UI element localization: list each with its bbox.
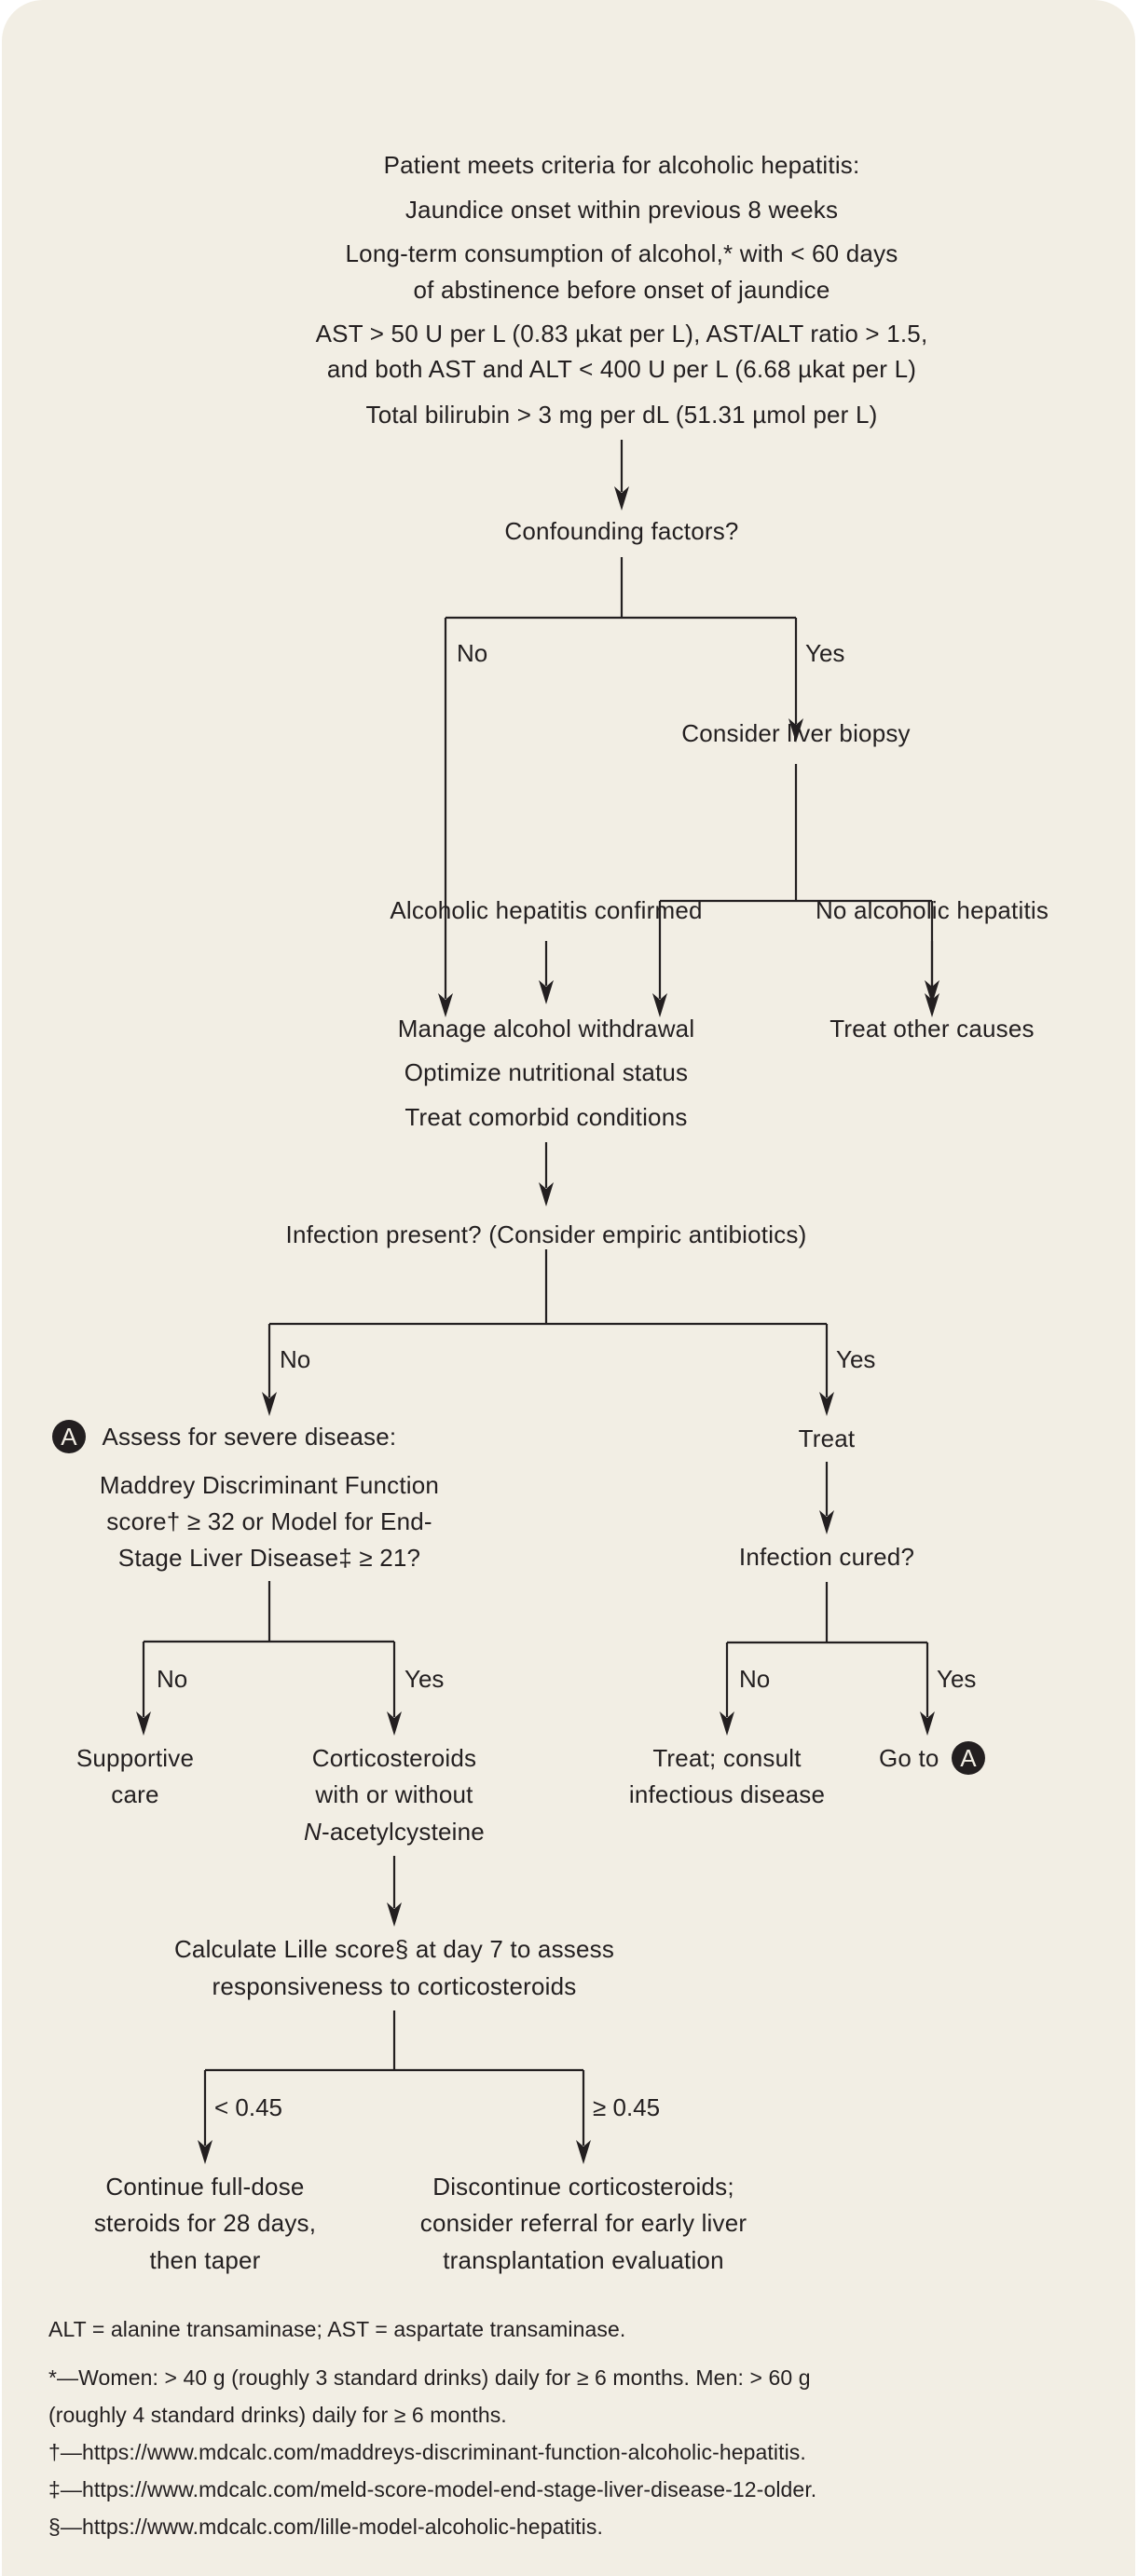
corticosteroids-line-3: N-acetylcysteine (304, 1814, 485, 1850)
biopsy-node: Consider liver biopsy (681, 719, 911, 747)
assess-line-1: Maddrey Discriminant Function (99, 1471, 440, 1499)
criterion-bilirubin: Total bilirubin > 3 mg per dL (51.31 µmo… (365, 401, 878, 429)
assess-no-label: No (157, 1665, 188, 1693)
continue-line-3: then taper (149, 2246, 261, 2274)
management-comorbid: Treat comorbid conditions (404, 1103, 688, 1131)
footnote-asterisk-line1: *—Women: > 40 g (roughly 3 standard drin… (48, 2365, 811, 2390)
corticosteroids-line-1: Corticosteroids (311, 1744, 477, 1772)
abbreviations-note: ALT = alanine transaminase; AST = aspart… (48, 2317, 626, 2341)
n-prefix: N (304, 1818, 322, 1846)
confounding-no-label: No (457, 639, 488, 667)
criterion-jaundice: Jaundice onset within previous 8 weeks (404, 196, 839, 224)
footnote-dagger-link[interactable]: †—https://www.mdcalc.com/maddreys-discri… (48, 2440, 806, 2464)
footnote-double-dagger-link[interactable]: ‡—https://www.mdcalc.com/meld-score-mode… (48, 2477, 817, 2501)
discontinue-line-2: consider referral for early liver (419, 2209, 747, 2237)
management-nutrition: Optimize nutritional status (404, 1058, 689, 1086)
consult-line-1: Treat; consult (652, 1744, 802, 1772)
start-title: Patient meets criteria for alcoholic hep… (383, 151, 860, 179)
goto-a-node[interactable]: Go to A (878, 1740, 986, 1777)
discontinue-line-1: Discontinue corticosteroids; (432, 2173, 734, 2201)
criterion-alcohol-line2: of abstinence before onset of jaundice (413, 276, 830, 304)
consult-line-2: infectious disease (628, 1780, 826, 1808)
continue-line-1: Continue full-dose (105, 2173, 305, 2201)
footnote-asterisk-line2: (roughly 4 standard drinks) daily for ≥ … (48, 2403, 507, 2427)
confirmed-node: Alcoholic hepatitis confirmed (390, 896, 703, 924)
criterion-ast-line2: and both AST and ALT < 400 U per L (6.68… (326, 355, 917, 383)
not-confirmed-node: No alcoholic hepatitis (815, 896, 1049, 924)
criterion-ast-line1: AST > 50 U per L (0.83 µkat per L), AST/… (315, 320, 928, 348)
discontinue-line-3: transplantation evaluation (443, 2246, 724, 2274)
assess-title-row: A Assess for severe disease: (52, 1419, 396, 1455)
treat-node: Treat (798, 1424, 856, 1452)
assess-title: Assess for severe disease: (102, 1423, 397, 1451)
footnote-section-link[interactable]: §—https://www.mdcalc.com/lille-model-alc… (48, 2515, 603, 2539)
continue-line-2: steroids for 28 days, (93, 2209, 317, 2237)
treat-other-node: Treat other causes (830, 1015, 1035, 1043)
infection-yes-label: Yes (836, 1345, 876, 1373)
acetylcysteine-suffix: -acetylcysteine (322, 1818, 485, 1846)
assess-line-3: Stage Liver Disease‡ ≥ 21? (117, 1544, 421, 1572)
infection-question: Infection present? (Consider empiric ant… (285, 1220, 807, 1248)
criterion-alcohol-line1: Long-term consumption of alcohol,* with … (345, 239, 898, 267)
confounding-question: Confounding factors? (504, 517, 739, 545)
supportive-line-1: Supportive (75, 1744, 195, 1772)
lille-high-label: ≥ 0.45 (593, 2093, 661, 2121)
badge-a-icon: A (52, 1420, 86, 1454)
infection-cured-question: Infection cured? (738, 1543, 915, 1571)
lille-low-label: < 0.45 (214, 2093, 283, 2121)
management-withdrawal: Manage alcohol withdrawal (397, 1015, 695, 1043)
infection-no-label: No (280, 1345, 311, 1373)
lille-line-1: Calculate Lille score§ at day 7 to asses… (173, 1935, 615, 1963)
cured-no-label: No (739, 1665, 771, 1693)
lille-line-2: responsiveness to corticosteroids (212, 1972, 577, 2000)
assess-yes-label: Yes (404, 1665, 445, 1693)
supportive-line-2: care (111, 1780, 159, 1808)
badge-a-icon: A (952, 1741, 986, 1776)
cured-yes-label: Yes (937, 1665, 977, 1693)
confounding-yes-label: Yes (805, 639, 845, 667)
goto-text: Go to (878, 1744, 939, 1772)
corticosteroids-line-2: with or without (315, 1780, 473, 1808)
assess-line-2: score† ≥ 32 or Model for End- (106, 1507, 432, 1535)
